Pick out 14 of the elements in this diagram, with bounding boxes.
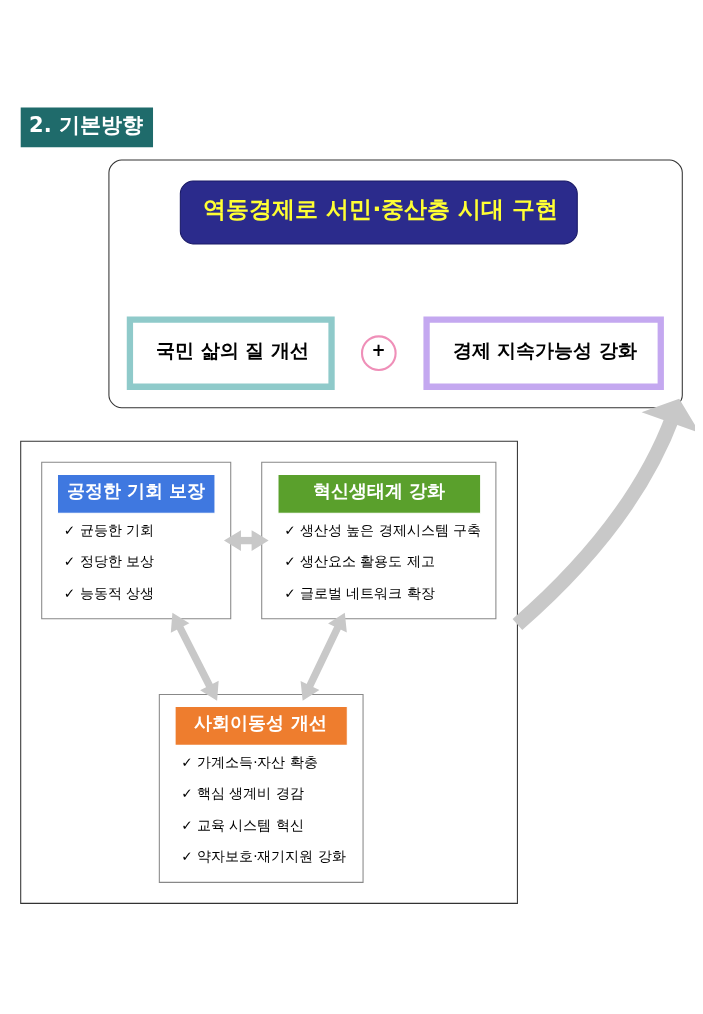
diagram-title: 2. 기본방향 (29, 112, 144, 137)
node-box: 역동경제로 서민·중산층 시대 구현 (179, 179, 578, 244)
node-box: 국민 삶의 질 개선 (126, 315, 335, 390)
node-circle: + (360, 334, 397, 371)
arrow (170, 612, 219, 701)
arrow (512, 398, 695, 630)
cluster (108, 158, 683, 408)
node-box: 사회이동성 개선 ✓ 가계소득·자산 확충 ✓ 핵심 생계비 경감 ✓ 교육 시스템 혁신 ✓ 약자보호·재기지원 강화 (158, 693, 364, 883)
node-box: 공정한 기회 보장 ✓ 균등한 기회 ✓ 정당한 보상 ✓ 능동적 상생 (41, 461, 232, 619)
arrow (300, 612, 347, 701)
arrow (223, 529, 269, 551)
cluster (20, 440, 518, 904)
node-box: 경제 지속가능성 강화 (423, 315, 664, 390)
node-box: 혁신생태계 강화 ✓ 생산성 높은 경제시스템 구축 ✓ 생산요소 활용도 제고 ✓ 글로벌 네트워크 확장 (261, 461, 497, 619)
